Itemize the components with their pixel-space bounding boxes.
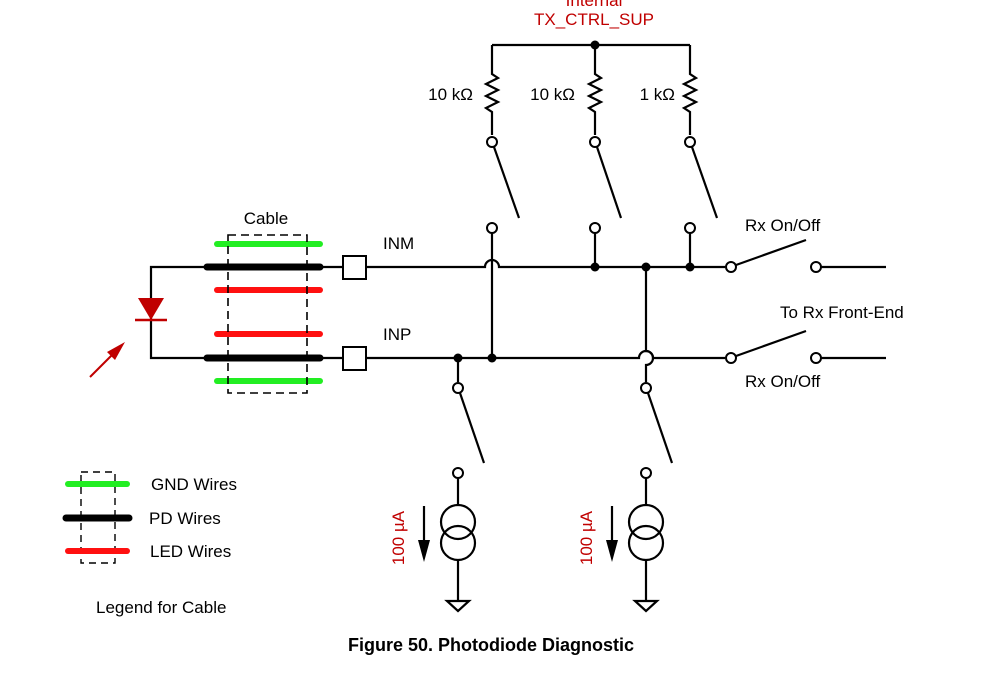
arrow-down-icon <box>606 540 618 562</box>
rx-switch-label-top: Rx On/Off <box>745 216 821 235</box>
figure-caption: Figure 50. Photodiode Diagnostic <box>348 635 634 655</box>
cable-bundle <box>203 234 324 394</box>
current-source-2 <box>606 382 674 613</box>
supply-label-tx-ctrl-sup: TX_CTRL_SUP <box>534 10 654 29</box>
resistor-branch-1 <box>483 45 521 234</box>
connector-inm <box>342 255 367 280</box>
resistor-label-3: 1 kΩ <box>640 85 675 104</box>
cable-legend <box>62 471 133 564</box>
resistor-label-2: 10 kΩ <box>530 85 575 104</box>
diode-triangle-icon <box>138 298 164 320</box>
cable-shield-outline <box>227 234 308 394</box>
connector-inp <box>342 346 367 371</box>
inp-net <box>367 349 725 382</box>
current-source-label-1: 100 µA <box>389 510 408 565</box>
supply-bus <box>492 40 690 50</box>
resistor-branch-3 <box>681 45 719 234</box>
legend-label-led: LED Wires <box>150 542 231 561</box>
resistor-branch-2 <box>586 45 623 234</box>
current-source-label-2: 100 µA <box>577 510 596 565</box>
resistor-label-1: 10 kΩ <box>428 85 473 104</box>
net-label-inm: INM <box>383 234 414 253</box>
current-source-1 <box>418 382 486 613</box>
rx-switch-label-bottom: Rx On/Off <box>745 372 821 391</box>
ground-icon <box>632 599 660 613</box>
photodiode <box>135 265 205 360</box>
legend-title: Legend for Cable <box>96 598 226 617</box>
net-label-inp: INP <box>383 325 411 344</box>
cable-label: Cable <box>244 209 288 228</box>
ground-icon <box>444 599 472 613</box>
legend-label-pd: PD Wires <box>149 509 221 528</box>
light-arrow-icon <box>89 342 125 378</box>
legend-label-gnd: GND Wires <box>151 475 237 494</box>
rx-front-end-label: To Rx Front-End <box>780 303 904 322</box>
rx-switch-top <box>725 238 886 273</box>
inm-net <box>367 233 725 382</box>
rx-switch-bottom <box>725 329 886 364</box>
supply-label-internal: Internal <box>566 0 623 10</box>
arrow-down-icon <box>418 540 430 562</box>
